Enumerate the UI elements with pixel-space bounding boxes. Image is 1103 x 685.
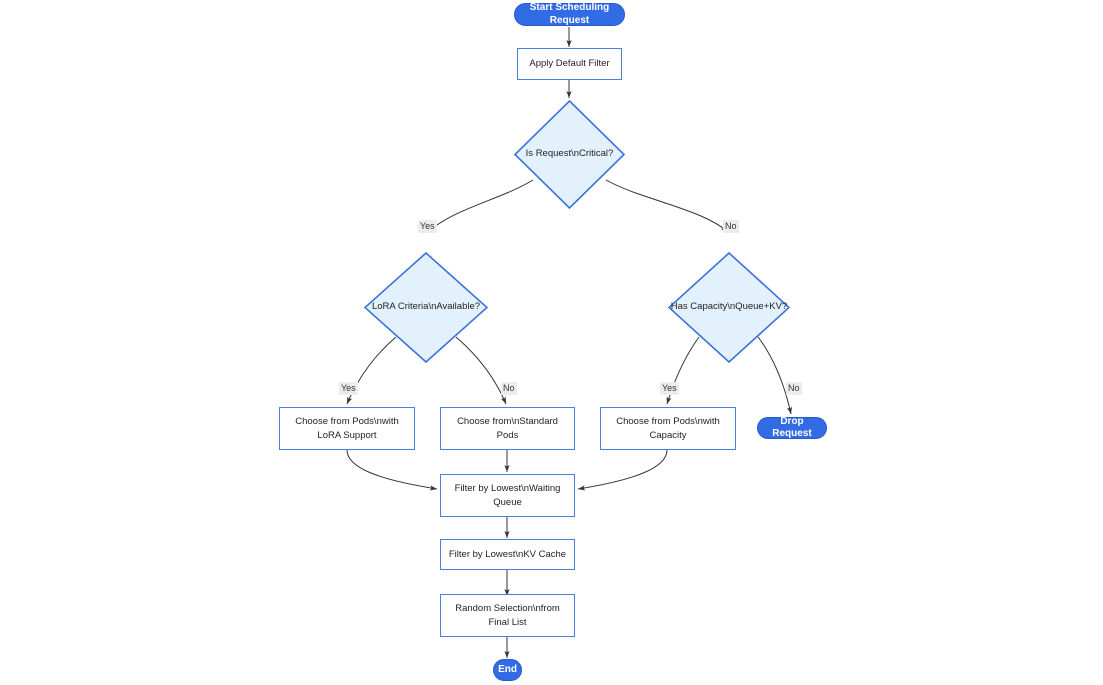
node-choose-pods-standard-label-line1: Choose from\nStandard [457,415,558,427]
node-is-request-critical-label: Is Request\nCritical? [525,148,614,160]
edge-podslora-filterqueue [346,449,438,491]
node-start[interactable]: Start Scheduling Request [514,2,625,26]
node-drop-request-label: Drop Request [772,415,812,440]
node-random-selection[interactable]: Random Selection\nfrom Final List [440,594,575,637]
node-is-request-critical[interactable]: Is Request\nCritical? [514,100,625,209]
node-choose-pods-lora-label-line2: LoRA Support [317,429,377,441]
edge-label-lora-yes: Yes [339,382,358,395]
edge-label-capacity-no: No [786,382,802,395]
node-apply-default-filter[interactable]: Apply Default Filter [517,48,622,80]
node-choose-pods-standard[interactable]: Choose from\nStandard Pods [440,407,575,450]
node-choose-pods-lora[interactable]: Choose from Pods\nwith LoRA Support [279,407,415,450]
node-choose-pods-capacity-label-line1: Choose from Pods\nwith [616,415,720,427]
node-choose-pods-standard-label-line2: Pods [496,429,519,441]
node-lora-criteria-available-label: LoRA Criteria\nAvailable? [371,301,481,313]
node-filter-kv-cache-label: Filter by Lowest\nKV Cache [448,548,567,560]
node-apply-default-filter-label: Apply Default Filter [529,58,610,70]
edge-label-lora-no: No [501,382,517,395]
node-filter-waiting-queue[interactable]: Filter by Lowest\nWaiting Queue [440,474,575,517]
edge-label-critical-no: No [723,220,739,233]
node-drop-request[interactable]: Drop Request [757,415,827,440]
node-start-label: Start Scheduling Request [529,2,610,26]
node-has-capacity-label: Has Capacity\nQueue+KV? [670,301,788,313]
node-lora-criteria-available[interactable]: LoRA Criteria\nAvailable? [364,252,488,363]
node-filter-waiting-queue-label-line1: Filter by Lowest\nWaiting [454,482,561,494]
node-random-selection-label-line2: Final List [488,616,527,628]
diamond-shape [514,100,625,209]
node-choose-pods-capacity-label-line2: Capacity [649,429,687,441]
node-end-label: End [498,663,517,675]
node-random-selection-label-line1: Random Selection\nfrom [455,602,560,614]
edge-label-capacity-yes: Yes [660,382,679,395]
node-choose-pods-capacity[interactable]: Choose from Pods\nwith Capacity [600,407,736,450]
node-choose-pods-lora-label-line1: Choose from Pods\nwith [295,415,399,427]
edge-podscap-filterqueue [577,449,668,491]
node-filter-kv-cache[interactable]: Filter by Lowest\nKV Cache [440,539,575,570]
diamond-shape [364,252,488,363]
edge-label-critical-yes: Yes [418,220,437,233]
node-has-capacity[interactable]: Has Capacity\nQueue+KV? [668,252,790,363]
diamond-shape [668,252,790,363]
node-end[interactable]: End [493,659,522,681]
node-filter-waiting-queue-label-line2: Queue [493,496,522,508]
